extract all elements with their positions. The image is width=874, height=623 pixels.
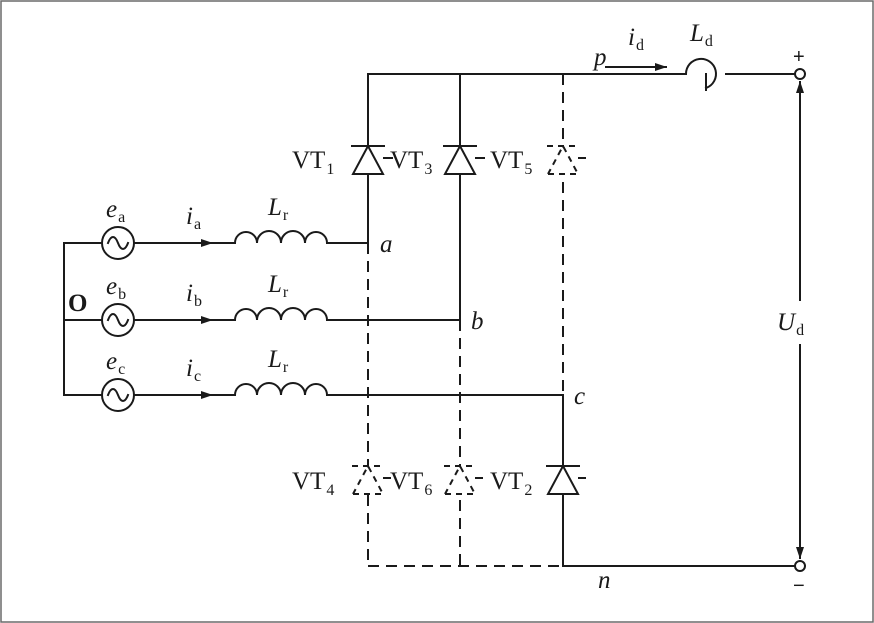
dc-inductor xyxy=(684,57,717,91)
source-a-label: ea xyxy=(106,196,125,226)
inductor-b xyxy=(233,307,329,322)
vt5-label: VT5 xyxy=(490,147,532,178)
vt2-label: VT2 xyxy=(490,468,532,499)
inductor-c xyxy=(233,382,329,397)
thyristor-vt6 xyxy=(444,463,483,495)
minus-sign: − xyxy=(793,575,805,597)
vt6-label: VT6 xyxy=(390,468,432,499)
thyristor-vt1 xyxy=(351,143,393,175)
source-a xyxy=(101,226,135,260)
inductor-b-label: Lr xyxy=(267,271,289,301)
thyristor-vt5 xyxy=(547,143,586,175)
thyristor-vt3 xyxy=(443,143,485,175)
dc-inductor-label: Ld xyxy=(689,20,713,50)
source-c-label: ec xyxy=(106,348,125,378)
thyristor-vt2 xyxy=(546,463,586,495)
source-b xyxy=(101,303,135,337)
positive-terminal xyxy=(794,68,806,80)
node-a-label: a xyxy=(380,231,393,258)
node-p-label: p xyxy=(592,44,607,71)
neutral-bus xyxy=(63,242,103,396)
current-c-label: ic xyxy=(186,355,201,385)
node-n-label: n xyxy=(598,567,611,594)
current-b-label: ib xyxy=(186,280,202,310)
thyristor-vt4 xyxy=(352,463,391,495)
vt1-label: VT1 xyxy=(292,147,334,178)
plus-sign: + xyxy=(793,46,805,68)
negative-terminal xyxy=(794,560,806,572)
output-voltage-label: Ud xyxy=(777,309,804,339)
source-c xyxy=(101,378,135,412)
vt3-label: VT3 xyxy=(390,147,432,178)
current-a-label: ia xyxy=(186,203,201,233)
dc-positive-rail xyxy=(367,63,797,75)
node-b-label: b xyxy=(471,308,484,335)
node-c-label: c xyxy=(574,383,585,410)
source-b-label: eb xyxy=(106,273,126,303)
neutral-label: O xyxy=(68,290,87,317)
inductor-a xyxy=(233,230,329,245)
dc-current-label: id xyxy=(628,24,644,54)
inductor-c-label: Lr xyxy=(267,346,289,376)
vt4-label: VT4 xyxy=(292,468,334,499)
inductor-a-label: Lr xyxy=(267,194,289,224)
